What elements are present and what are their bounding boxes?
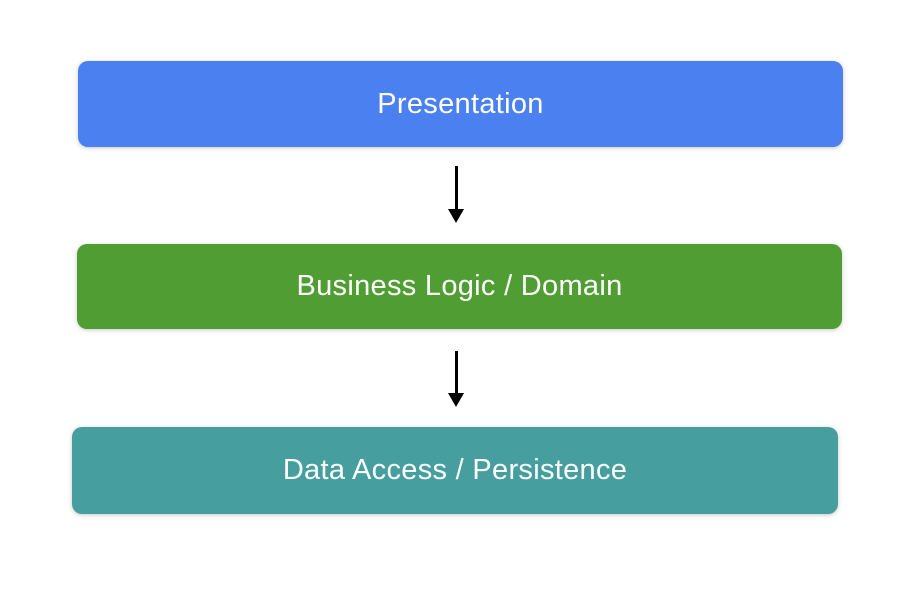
arrow-shaft [454,166,458,209]
arrow-down-icon [448,166,464,223]
layer-label-business-logic: Business Logic / Domain [296,270,623,302]
layer-node-presentation: Presentation [78,61,843,147]
arrow-head [448,209,464,223]
layer-node-data-access: Data Access / Persistence [72,427,838,514]
layer-label-presentation: Presentation [377,87,544,120]
layer-label-data-access: Data Access / Persistence [282,454,628,486]
layer-node-business-logic: Business Logic / Domain [77,244,842,329]
arrow-shaft [454,351,458,393]
arrow-down-icon [448,351,464,407]
arrow-head [448,393,464,407]
